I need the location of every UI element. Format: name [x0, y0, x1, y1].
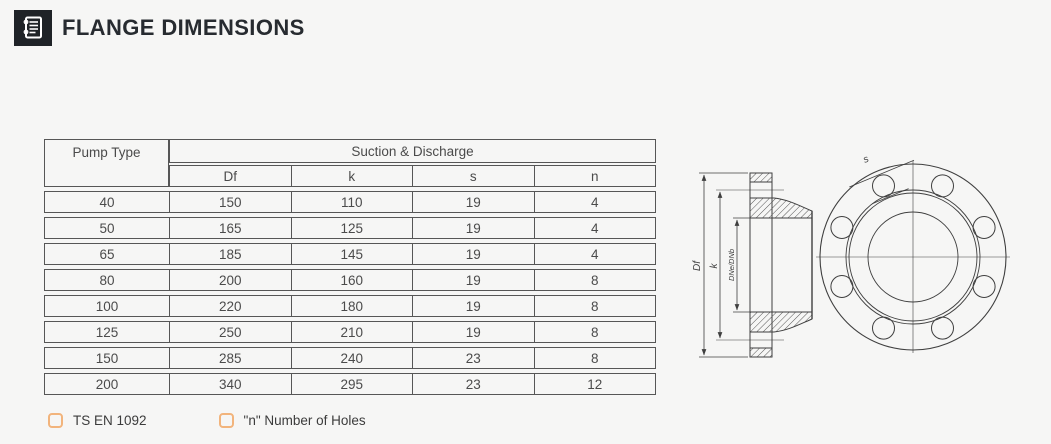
dimension-label-bore: DNe/DNb [727, 249, 736, 281]
pump-type-header: Pump Type [44, 139, 169, 187]
pump-type-cell: 50 [99, 220, 115, 236]
column-header-k: k [290, 166, 413, 186]
footnote-holes: "n" Number of Holes [218, 413, 366, 428]
dimension-cell: 295 [290, 374, 413, 394]
pump-type-cell: 200 [95, 376, 119, 392]
dimension-cell: 285 [169, 348, 291, 368]
dimension-cell: 145 [290, 244, 413, 264]
dimension-cell: 240 [290, 348, 413, 368]
column-header-n: n [533, 166, 656, 186]
dimension-cell: 8 [533, 296, 656, 316]
dimension-cell: 19 [412, 218, 534, 238]
dimension-label-s: s [862, 154, 871, 166]
flange-front-view [816, 159, 1010, 353]
dimension-cell: 19 [412, 270, 534, 290]
flange-dimensions-table: Pump Type Suction & Discharge Df k s n 4… [44, 139, 656, 395]
section-dimension-lines [699, 172, 752, 358]
pump-type-cell: 80 [99, 272, 115, 288]
dimension-cell: 8 [533, 270, 656, 290]
notebook-icon-glyph [23, 16, 42, 39]
dimension-cell: 12 [533, 374, 656, 394]
flange-technical-drawing: Df k DNe/DNb s [692, 154, 1010, 358]
orange-bullet-icon [48, 413, 63, 428]
dimension-cell: 250 [169, 322, 291, 342]
dimension-label-k: k [709, 263, 720, 269]
suction-discharge-header: Suction & Discharge [169, 139, 656, 163]
dimension-cell: 23 [412, 374, 534, 394]
pump-type-cell: 100 [95, 298, 119, 314]
dimension-cell: 23 [412, 348, 534, 368]
dimension-cell: 200 [169, 270, 291, 290]
dimension-cell: 125 [290, 218, 413, 238]
dimension-cell: 210 [290, 322, 413, 342]
page-title: FLANGE DIMENSIONS [62, 15, 305, 40]
dimension-cell: 110 [290, 192, 413, 212]
dimension-label-df: Df [692, 260, 703, 271]
dimension-cell: 150 [169, 192, 291, 212]
footnote-label: TS EN 1092 [73, 413, 147, 428]
dimension-cell: 19 [412, 296, 534, 316]
column-headers-row: Df k s n [169, 165, 656, 187]
table-header-right: Suction & Discharge Df k s n [169, 139, 656, 187]
dimension-cell: 4 [533, 218, 656, 238]
orange-bullet-icon [218, 413, 234, 428]
dimension-cell: 180 [290, 296, 413, 316]
dimension-cell: 165 [169, 218, 291, 238]
dimension-cell: 220 [169, 296, 291, 316]
dimension-cell: 8 [533, 322, 656, 342]
flange-section-view [716, 172, 813, 358]
dimension-cell: 19 [412, 192, 534, 212]
dimension-cell: 19 [412, 322, 534, 342]
pump-type-cell: 40 [99, 194, 115, 210]
dimension-cell: 8 [533, 348, 656, 368]
pump-type-cell: 150 [95, 350, 119, 366]
notebook-icon [14, 10, 52, 46]
dimension-cell: 185 [169, 244, 291, 264]
pump-type-cell: 125 [95, 324, 119, 340]
s-dimension [849, 159, 915, 205]
footnotes: TS EN 1092 "n" Number of Holes [48, 413, 366, 428]
bolt-holes [830, 174, 996, 340]
dimension-cell: 19 [412, 244, 534, 264]
dimension-cell: 4 [533, 244, 656, 264]
dimension-cell: 4 [533, 192, 656, 212]
footnote-label: "n" Number of Holes [243, 413, 366, 428]
column-header-df: Df [223, 168, 238, 184]
pump-type-cell: 65 [99, 246, 115, 262]
dimension-cell: 160 [290, 270, 413, 290]
footnote-standard: TS EN 1092 [48, 413, 147, 428]
table-header: Pump Type Suction & Discharge Df k s n [44, 139, 656, 187]
column-header-s: s [412, 166, 534, 186]
dimension-cell: 340 [169, 374, 291, 394]
